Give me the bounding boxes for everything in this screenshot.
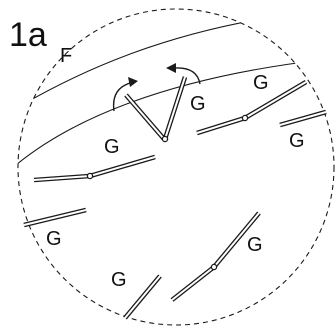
grain-rod-far-right xyxy=(280,112,326,125)
grain-label: G xyxy=(46,228,62,250)
grain-rod-bottom-right-hinged xyxy=(172,213,259,300)
panel-label: 1a xyxy=(9,16,47,54)
grain-label: G xyxy=(104,136,120,158)
grain-label: G xyxy=(190,93,206,115)
grain-rod-left xyxy=(24,210,86,225)
hinged-v-rods xyxy=(126,77,185,142)
hinge-point xyxy=(162,136,167,141)
grain-label: G xyxy=(247,234,263,256)
grain-rod-right-hinged xyxy=(197,82,306,133)
fault-line-upper xyxy=(10,13,300,112)
grain-label: G xyxy=(253,72,269,94)
grain-label: G xyxy=(289,130,305,152)
grain-rod-left-hinged xyxy=(34,157,155,180)
grain-label: G xyxy=(111,269,127,291)
fault-label: F xyxy=(60,45,72,67)
grain-rod-bottom xyxy=(125,276,160,318)
fault-line-lower xyxy=(10,60,320,170)
